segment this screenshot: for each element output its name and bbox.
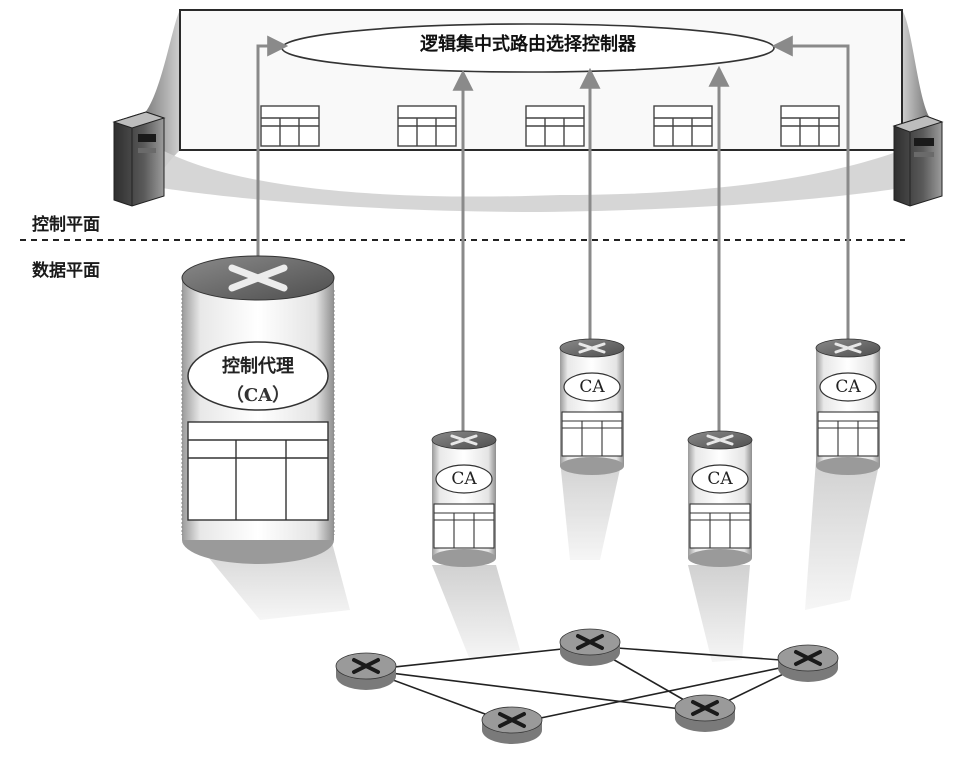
- router-agent-2: [431, 430, 497, 567]
- big-router-cross-icon: [228, 264, 288, 292]
- ca-label: CA: [451, 469, 477, 489]
- network-router-node: [674, 694, 736, 732]
- arrow-agent-5: [771, 35, 850, 342]
- node-cross-icon: [498, 712, 526, 728]
- network-router-node: [777, 644, 839, 682]
- agent-flow-table: [187, 421, 329, 521]
- control-agent-abbr: （CA）: [225, 385, 291, 406]
- router-cross-icon: [578, 342, 606, 354]
- control-arrows: [256, 35, 850, 436]
- network-router-node: [335, 652, 397, 690]
- router-agent-3: [559, 338, 625, 475]
- server-left-icon: [112, 111, 166, 207]
- network-router-node: [481, 706, 543, 744]
- router-agent-5: [815, 338, 881, 475]
- control-plane-label: 控制平面: [32, 215, 100, 235]
- node-cross-icon: [576, 634, 604, 650]
- arrow-big-agent: [256, 35, 289, 262]
- node-cross-icon: [794, 650, 822, 666]
- panel-base-shadow: [162, 150, 902, 212]
- server-right-icon: [892, 115, 944, 207]
- router-agent-4: [687, 430, 753, 567]
- controller-flow-table: [653, 105, 713, 147]
- router-cross-icon: [834, 342, 862, 354]
- big-router-agent: [181, 255, 335, 564]
- controller-flow-table: [397, 105, 457, 147]
- controller-flow-tables: [260, 105, 840, 147]
- controller-flow-table: [260, 105, 320, 147]
- node-cross-icon: [691, 700, 719, 716]
- node-cross-icon: [352, 658, 380, 674]
- controller-flow-table: [525, 105, 585, 147]
- router-cross-icon: [706, 434, 734, 446]
- agent-ellipse: [187, 341, 329, 411]
- ca-label: CA: [707, 469, 733, 489]
- ca-label: CA: [579, 377, 605, 397]
- controller-flow-table: [780, 105, 840, 147]
- control-agent-name: 控制代理: [222, 356, 294, 377]
- data-plane-label: 数据平面: [32, 261, 100, 281]
- network-nodes: [335, 628, 839, 744]
- ca-label: CA: [835, 377, 861, 397]
- controller-title: 逻辑集中式路由选择控制器: [420, 34, 636, 55]
- network-router-node: [559, 628, 621, 666]
- router-cross-icon: [450, 434, 478, 446]
